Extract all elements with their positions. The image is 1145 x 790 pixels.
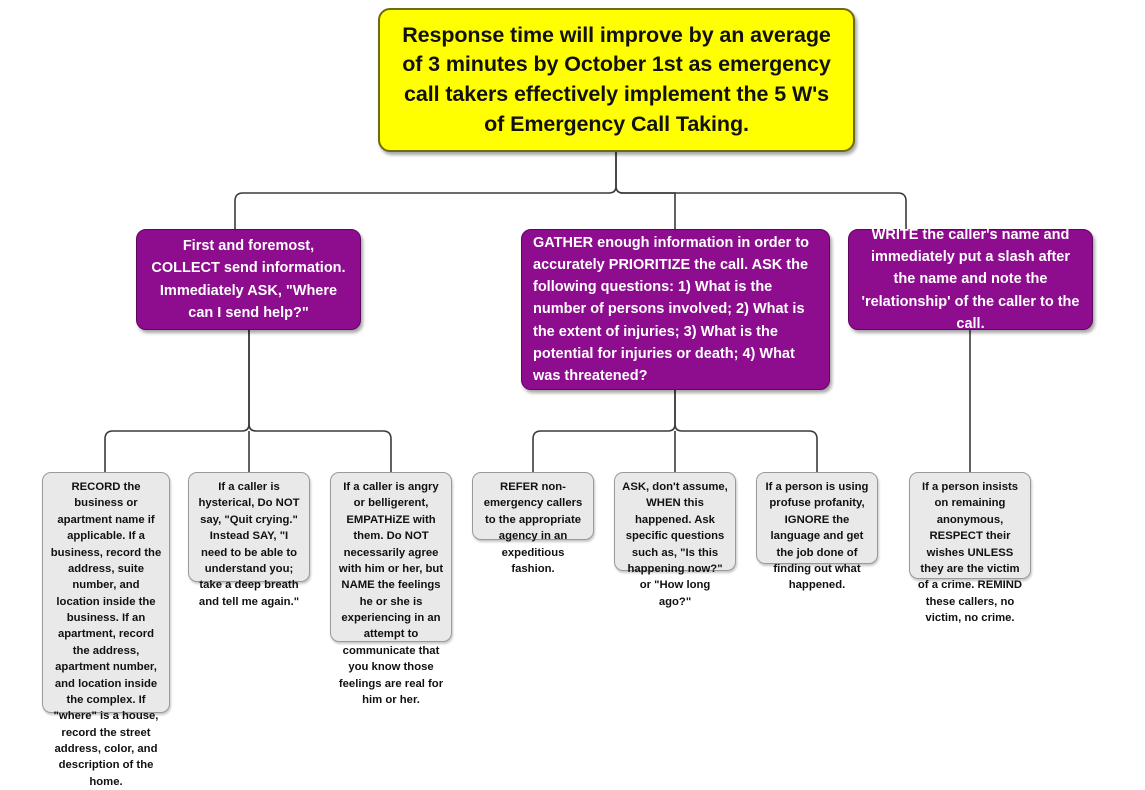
leaf-label-ask-when: ASK, don't assume, WHEN this happened. A… [622,481,728,608]
edge-root-to-branch-3 [620,192,676,229]
edge-b2-child-3 [682,430,818,472]
leaf-label-anonymous-caller: If a person insists on remaining anonymo… [917,481,1023,624]
edge-b2-trunk-r [674,390,683,432]
branch-box-write[interactable]: WRITE the caller's name and immediately … [848,227,1093,332]
edge-root-trunk [608,152,617,194]
leaf-label-angry-caller: If a caller is angry or belligerent, EMP… [338,481,444,706]
branch-label-gather: GATHER enough information in order to ac… [533,234,810,384]
leaf-label-record-location: RECORD the business or apartment name if… [50,481,162,788]
edge-b2-trunk-l [667,390,676,432]
edge-b1-child-1 [104,430,242,472]
leaf-label-refer-nonemergency: REFER non-emergency callers to the appro… [483,481,583,575]
leaf-box-anonymous-caller[interactable]: If a person insists on remaining anonymo… [909,472,1031,624]
leaf-box-hysterical-caller[interactable]: If a caller is hysterical, Do NOT say, "… [188,472,310,608]
leaf-box-record-location[interactable]: RECORD the business or apartment name if… [42,472,170,788]
root-goal-label: Response time will improve by an average… [402,22,831,136]
branch-label-collect: First and foremost, COLLECT send informa… [151,238,346,321]
diagram-canvas: Response time will improve by an average… [42,8,1093,788]
leaf-label-profanity: If a person is using profuse profanity, … [765,481,869,592]
branch-box-gather[interactable]: GATHER enough information in order to ac… [521,229,830,390]
leaf-box-profanity[interactable]: If a person is using profuse profanity, … [756,472,878,591]
leaf-box-angry-caller[interactable]: If a caller is angry or belligerent, EMP… [330,472,452,706]
edge-b1-trunk-l [241,330,250,432]
leaf-box-refer-nonemergency[interactable]: REFER non-emergency callers to the appro… [472,472,594,575]
leaf-label-hysterical-caller: If a caller is hysterical, Do NOT say, "… [198,481,300,608]
branch-box-collect[interactable]: First and foremost, COLLECT send informa… [136,229,361,330]
edge-root-to-branch-1 [234,192,609,229]
edge-b1-child-3 [256,430,392,472]
edge-b2-child-1 [532,430,668,472]
root-goal-box[interactable]: Response time will improve by an average… [378,8,855,152]
edge-b1-trunk-r [248,330,257,432]
leaf-box-ask-when[interactable]: ASK, don't assume, WHEN this happened. A… [614,472,736,608]
branch-label-write: WRITE the caller's name and immediately … [861,227,1080,332]
edge-root-trunk-r [615,152,624,194]
